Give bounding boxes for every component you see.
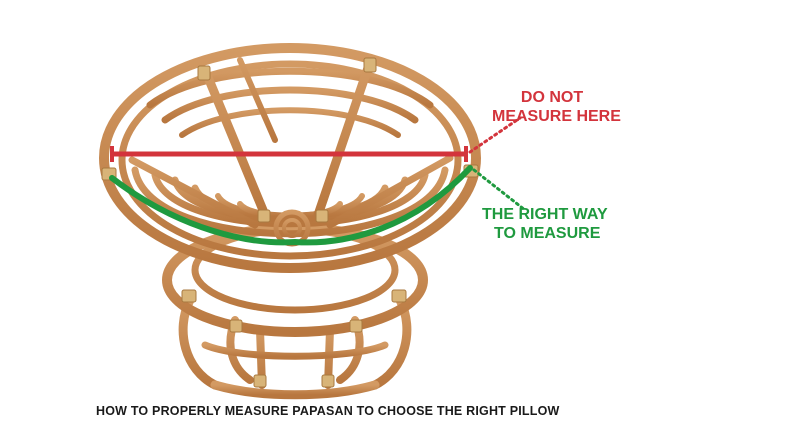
- right-measure-curve: [109, 165, 527, 246]
- chair-base: [162, 223, 428, 400]
- do-not-measure-label: DO NOT MEASURE HERE: [492, 88, 621, 126]
- do-not-measure-line-2: MEASURE HERE: [492, 108, 621, 125]
- wrong-measure-line: [110, 116, 522, 162]
- right-way-line-2: TO MEASURE: [494, 225, 601, 242]
- do-not-measure-line-1: DO NOT: [520, 89, 584, 106]
- chair-bowl: [99, 43, 481, 273]
- caption: HOW TO PROPERLY MEASURE PAPASAN TO CHOOS…: [96, 404, 560, 418]
- right-way-line-1: THE RIGHT WAY: [482, 206, 608, 223]
- right-way-label: THE RIGHT WAY TO MEASURE: [482, 205, 608, 243]
